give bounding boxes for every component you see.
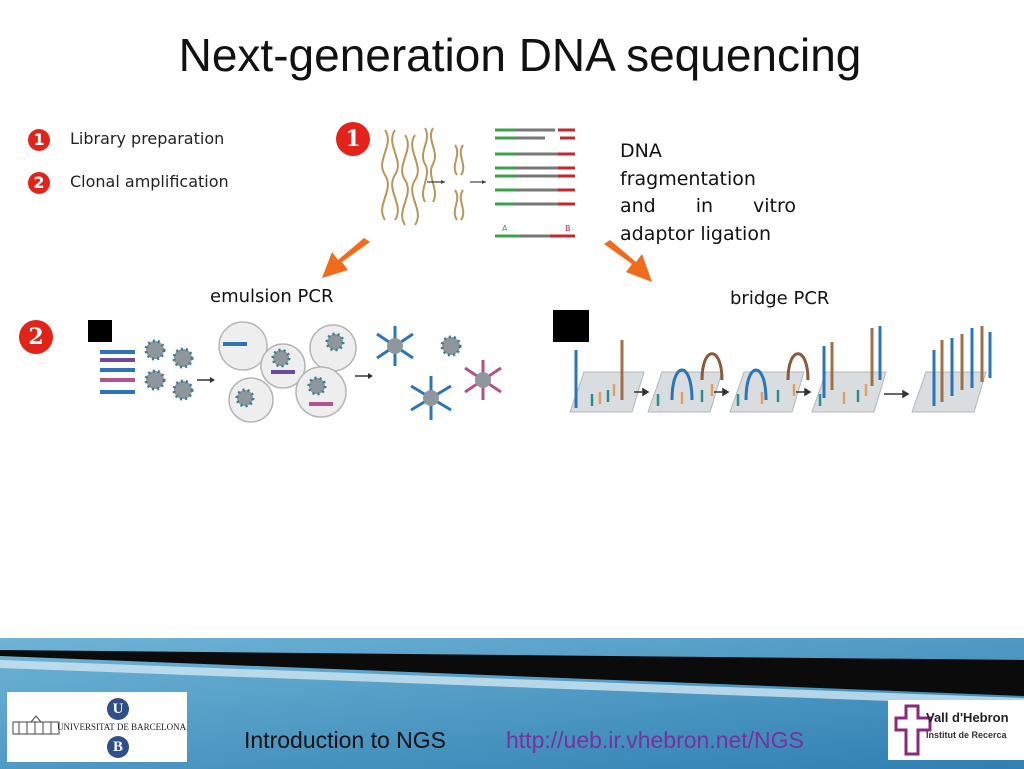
legend-label-clonal-amplification: Clonal amplification	[70, 172, 229, 191]
bead-icon	[235, 332, 345, 408]
arrow-down-right-icon	[604, 240, 652, 282]
step-1-description: DNA fragmentation and in vitro adaptor l…	[620, 138, 796, 248]
cross-logo-icon	[894, 704, 932, 756]
arrow-down-left-icon	[322, 238, 370, 278]
primer-icon	[590, 384, 868, 406]
dna-helix-icon	[381, 127, 436, 226]
adaptor-ligated-fragments-icon	[495, 128, 575, 238]
footer-url-link[interactable]: http://ueb.ir.vhebron.net/NGS	[506, 727, 804, 753]
adaptor-label-b: B	[565, 224, 571, 233]
description-line: adaptor ligation	[620, 222, 771, 245]
description-word: and	[620, 195, 656, 217]
library-preparation-illustration: A B	[381, 127, 575, 238]
vall-hebron-logo: Vall d'Hebron Institut de Recerca	[888, 700, 1024, 760]
redaction-box	[88, 320, 112, 342]
legend-label-library-preparation: Library preparation	[70, 129, 225, 148]
building-icon	[12, 715, 60, 735]
step-2-marker: 2	[19, 320, 53, 354]
bead-icon	[144, 339, 194, 401]
logo-circle-u: U	[107, 698, 129, 720]
adaptor-label-a: A	[502, 224, 508, 233]
vall-hebron-subtitle: Institut de Recerca	[926, 730, 1007, 740]
arrow-icon	[634, 387, 910, 399]
legend-number-2: 2	[28, 172, 50, 194]
description-line: DNA	[620, 140, 662, 162]
university-name: UNIVERSITAT DE BARCELONA	[57, 722, 187, 732]
description-word: in	[695, 195, 714, 217]
emulsion-pcr-illustration	[100, 321, 502, 423]
dna-fragments-icon	[453, 144, 465, 221]
logo-circle-b: B	[107, 736, 129, 758]
bridge-pcr-label: bridge PCR	[730, 288, 830, 309]
description-word: vitro	[752, 195, 796, 217]
description-line: and in vitro	[620, 193, 796, 221]
slide-title: Next-generation DNA sequencing	[178, 29, 862, 81]
library-fragments-icon	[100, 350, 135, 394]
footer-course-title: Introduction to NGS	[244, 727, 446, 753]
emulsion-pcr-label: emulsion PCR	[210, 286, 334, 307]
dna-strands-icon	[574, 326, 992, 408]
redaction-box	[553, 310, 589, 342]
bridge-pcr-illustration	[569, 326, 992, 413]
vall-hebron-name: Vall d'Hebron	[926, 710, 1009, 725]
description-line: fragmentation	[620, 167, 756, 190]
legend: 1 Library preparation 2 Clonal amplifica…	[28, 127, 288, 207]
legend-number-1: 1	[28, 129, 50, 151]
university-logo: UNIVERSITAT DE BARCELONA U B	[7, 692, 187, 762]
amplified-bead-icon	[376, 326, 502, 420]
step-1-marker: 1	[336, 122, 370, 156]
